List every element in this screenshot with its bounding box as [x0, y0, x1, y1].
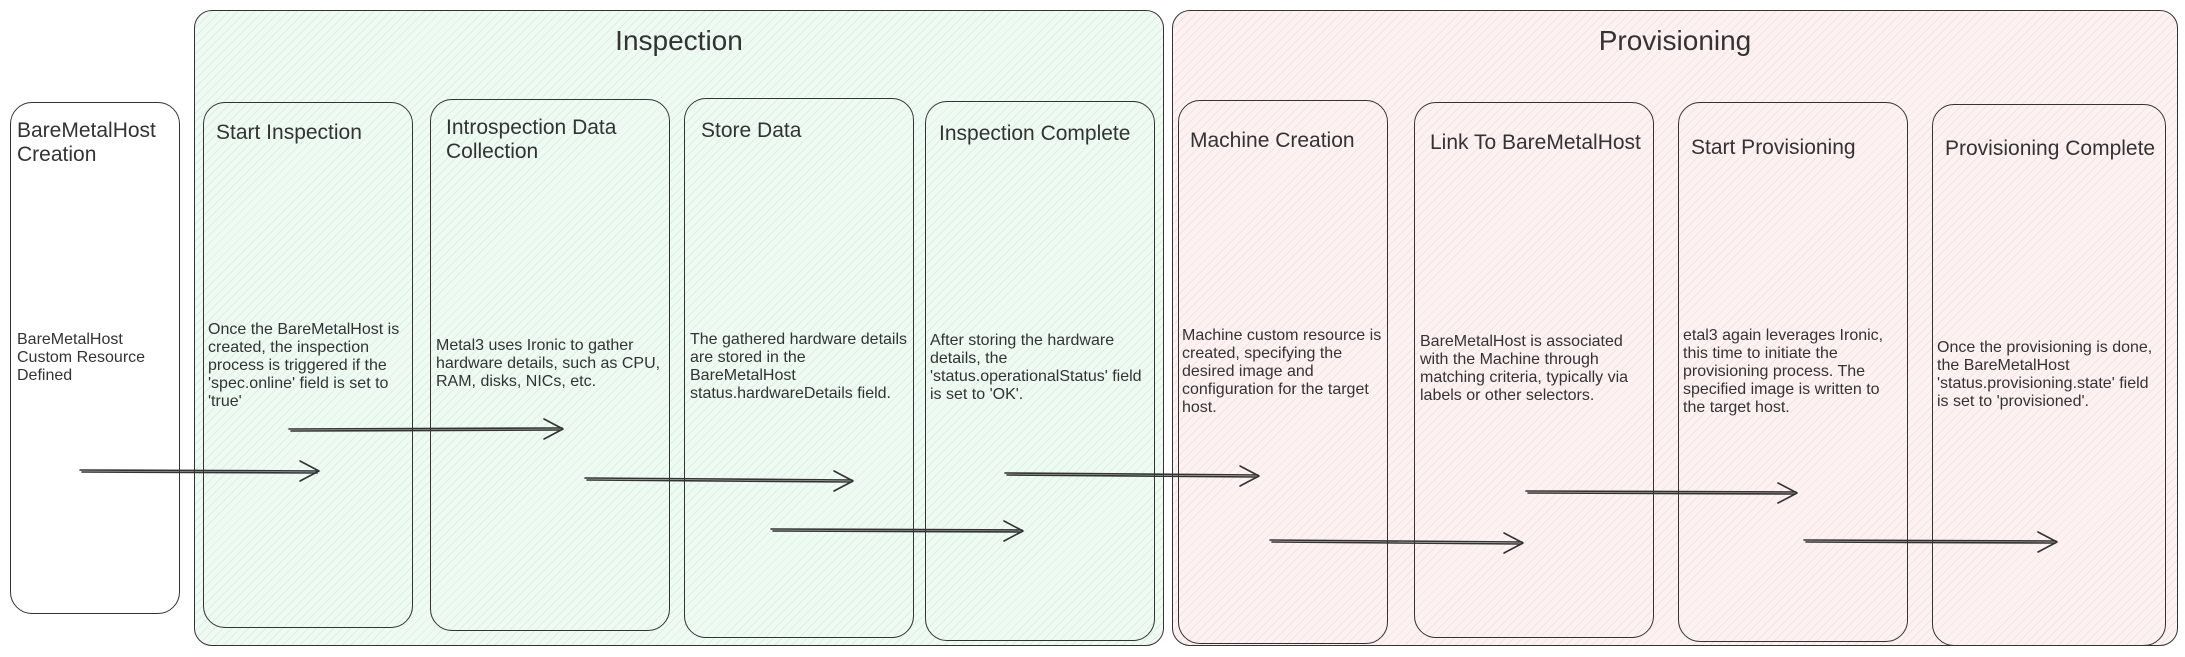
arrow-creation-to-start-inspection [79, 460, 320, 482]
card-machine-creation: Machine Creation Machine custom resource… [1178, 100, 1388, 644]
inspection-group-title: Inspection [615, 25, 743, 56]
card-description: Machine custom resource is created, spec… [1182, 327, 1382, 416]
arrow-introspection-to-store-data [584, 470, 854, 492]
provisioning-group-title: Provisioning [1598, 25, 1752, 56]
card-description: Once the BareMetalHost is created, the i… [208, 321, 400, 410]
card-description: Metal3 uses Ironic to gather hardware de… [436, 337, 661, 390]
card-link-to-baremetalhost: Link To BareMetalHost BareMetalHost is a… [1414, 102, 1654, 638]
arrow-start-provisioning-to-complete [1803, 531, 2058, 553]
card-description: BareMetalHost is associated with the Mac… [1420, 333, 1629, 404]
card-description: The gathered hardware details are stored… [690, 331, 908, 402]
card-description: After storing the hardware details, the … [930, 332, 1142, 403]
card-title: Provisioning Complete [1945, 137, 2156, 160]
card-title: Store Data [701, 119, 802, 142]
arrow-store-data-to-inspection-complete [770, 520, 1024, 542]
card-description: Once the provisioning is done, the BareM… [1937, 339, 2153, 410]
arrow-inspection-complete-to-machine-creation [1004, 465, 1260, 487]
card-description: BareMetalHost Custom Resource Defined [17, 331, 146, 384]
inspection-group: Inspection [194, 10, 1164, 646]
arrow-link-to-start-provisioning [1525, 482, 1798, 504]
card-title: Machine Creation [1190, 129, 1355, 152]
arrow-machine-creation-to-link [1269, 532, 1524, 554]
card-title: Inspection Complete [939, 122, 1131, 145]
card-inspection-complete: Inspection Complete After storing the ha… [925, 101, 1155, 641]
card-baremetalhost-creation: BareMetalHost Creation BareMetalHost Cus… [10, 102, 180, 614]
arrow-start-inspection-to-introspection [288, 418, 564, 440]
card-title: BareMetalHost Creation [17, 119, 156, 166]
card-store-data: Store Data The gathered hardware details… [684, 98, 914, 638]
card-introspection-data-collection: Introspection Data Collection Metal3 use… [430, 99, 670, 631]
card-description: etal3 again leverages Ironic, this time … [1683, 327, 1884, 416]
card-title: Introspection Data Collection [446, 116, 617, 163]
card-provisioning-complete: Provisioning Complete Once the provision… [1932, 104, 2166, 646]
card-title: Start Inspection [216, 121, 362, 144]
card-start-inspection: Start Inspection Once the BareMetalHost … [203, 102, 413, 628]
card-title: Start Provisioning [1691, 136, 1856, 159]
card-start-provisioning: Start Provisioning etal3 again leverages… [1678, 102, 1908, 642]
card-title: Link To BareMetalHost [1430, 131, 1641, 154]
